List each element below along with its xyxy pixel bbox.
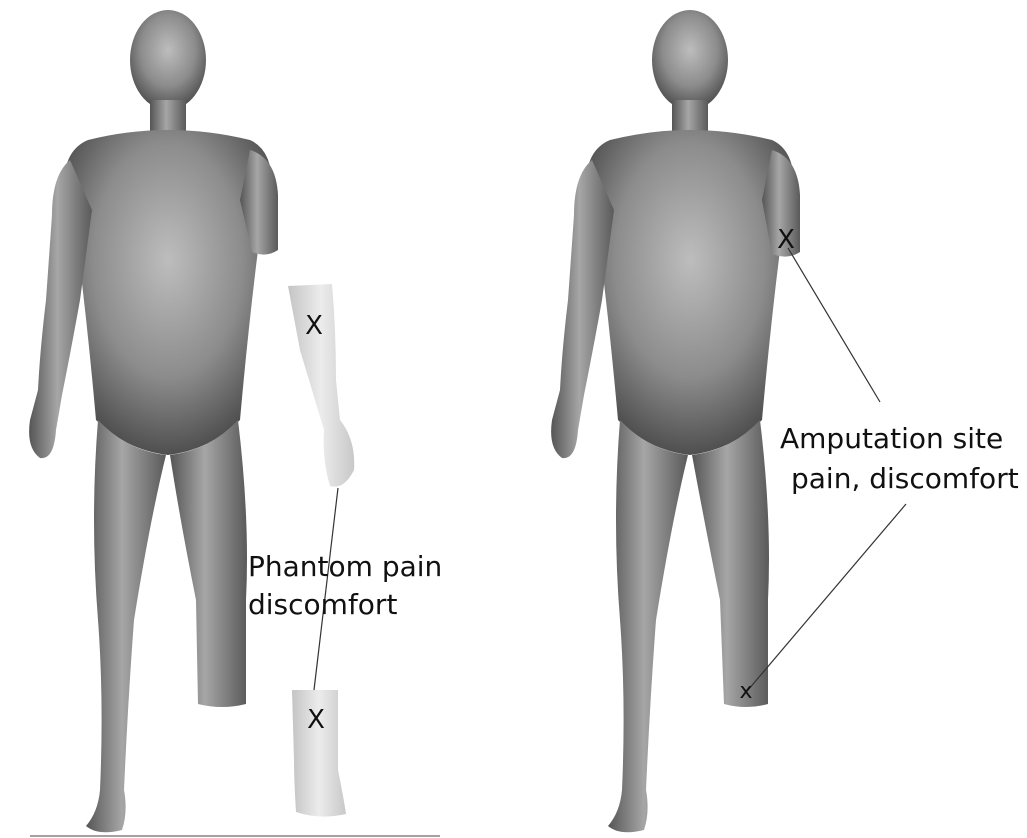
- torso-left: [64, 130, 272, 455]
- leader-line-leg: [748, 504, 906, 690]
- leg-stump-left: [170, 420, 247, 707]
- torso-right: [586, 130, 794, 455]
- label-amputation-line1: Amputation site: [780, 422, 1003, 455]
- marker-phantom-arm: X: [305, 311, 323, 341]
- leg-full-left: [86, 420, 166, 832]
- label-amputation-line2: pain, discomfort: [791, 462, 1019, 495]
- leader-line-arm: [788, 248, 880, 402]
- arm-full-right: [551, 160, 614, 458]
- head-right: [652, 10, 728, 110]
- marker-phantom-leg: X: [307, 705, 325, 735]
- label-phantom-line1: Phantom pain: [248, 550, 442, 583]
- marker-leg-stump: x: [739, 679, 752, 704]
- figure-right: X x Amputation site pain, discomfort: [551, 10, 1019, 832]
- marker-arm-stump: X: [777, 225, 795, 255]
- leg-full-right: [608, 420, 688, 832]
- label-phantom-line2: discomfort: [248, 588, 397, 621]
- arm-full-left: [29, 160, 92, 458]
- head-left: [130, 10, 206, 110]
- figure-left: X X Phantom pain discomfort: [29, 10, 442, 836]
- leg-stump-right: [692, 420, 769, 707]
